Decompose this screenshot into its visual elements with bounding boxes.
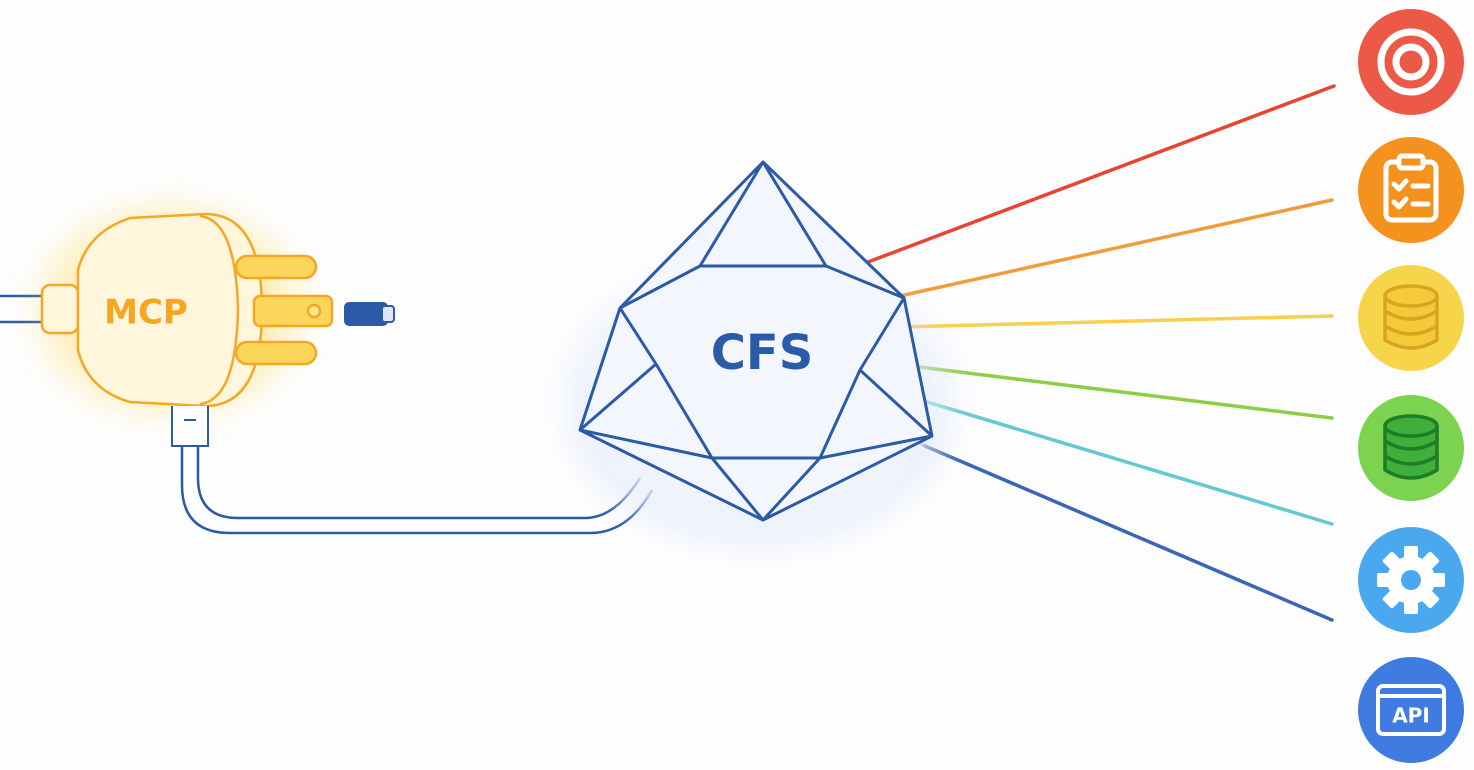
database-icon bbox=[1383, 284, 1439, 350]
mcp-plug-icon bbox=[40, 212, 334, 447]
integration-checklist[interactable] bbox=[1358, 137, 1464, 243]
ray-6 bbox=[923, 444, 1334, 622]
ray-3 bbox=[856, 314, 1334, 330]
connector-plug-icon bbox=[344, 302, 395, 326]
integration-database-green[interactable] bbox=[1358, 395, 1464, 501]
mcp-to-cfs-wire bbox=[394, 306, 615, 323]
integration-target[interactable] bbox=[1358, 9, 1464, 115]
database-icon bbox=[1383, 414, 1439, 480]
clipboard-checklist-icon bbox=[1383, 153, 1439, 223]
cfs-gem-icon bbox=[578, 160, 934, 522]
api-window-icon bbox=[1376, 684, 1446, 736]
mcp-label: MCP bbox=[104, 293, 188, 333]
cfs-label: CFS bbox=[711, 325, 814, 381]
ray-2 bbox=[898, 198, 1334, 298]
integration-api[interactable]: API bbox=[1358, 657, 1464, 763]
api-label: API bbox=[1392, 704, 1430, 728]
ray-1 bbox=[866, 84, 1336, 264]
integration-gear[interactable] bbox=[1358, 527, 1464, 633]
integration-database-yellow[interactable] bbox=[1358, 265, 1464, 371]
gear-icon bbox=[1377, 546, 1445, 614]
target-icon bbox=[1377, 28, 1445, 96]
